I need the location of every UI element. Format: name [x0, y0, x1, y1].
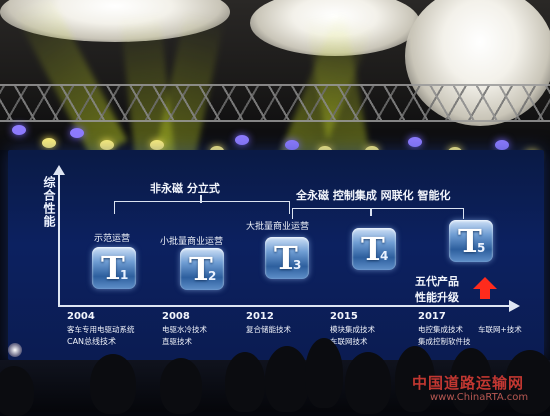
stage-spotlight [12, 125, 26, 135]
generation-badge-t2: T 2 [180, 248, 224, 290]
badge-letter: T [189, 250, 213, 288]
badge-letter: T [101, 249, 125, 287]
stage-3-caption: 大批量商业运营 [246, 222, 310, 232]
upgrade-arrow-stem [480, 288, 490, 299]
year-2017: 2017 [418, 311, 446, 322]
badge-number: 4 [380, 249, 389, 263]
audience-head [90, 354, 136, 414]
bracket-tick [200, 195, 202, 203]
detail-2015-1: 模块集成技术 [330, 325, 375, 334]
x-axis [58, 305, 510, 307]
stage-spotlight [100, 140, 114, 150]
detail-2017-2: 集成控制软件技 [418, 337, 471, 346]
year-2015: 2015 [330, 311, 358, 322]
y-axis [58, 173, 60, 307]
bracket-right [292, 208, 464, 219]
audience-head [225, 352, 265, 412]
detail-2004-2: CAN总线技术 [67, 337, 117, 346]
bracket-left [114, 201, 290, 214]
top-label-right: 全永磁 控制集成 网联化 智能化 [296, 189, 451, 202]
stage-spotlight [495, 140, 509, 150]
detail-2004-1: 客车专用电驱动系统 [67, 325, 135, 334]
year-2012: 2012 [246, 311, 274, 322]
upgrade-note-line1: 五代产品 [415, 275, 459, 288]
badge-number: 1 [120, 268, 129, 282]
stage-spotlight [150, 140, 164, 150]
stage-2-caption: 小批量商业运营 [160, 237, 224, 247]
audience-head [395, 346, 435, 412]
top-label-left: 非永磁 分立式 [150, 182, 220, 195]
badge-number: 3 [293, 258, 302, 272]
audience-head [305, 338, 343, 408]
generation-badge-t4: T 4 [352, 228, 396, 270]
audience [0, 338, 550, 416]
audience-head [450, 348, 492, 414]
stage-spotlight [42, 138, 56, 148]
year-2004: 2004 [67, 311, 95, 322]
audience-head [265, 346, 309, 412]
badge-letter: T [458, 222, 482, 260]
y-axis-arrow [53, 165, 65, 175]
detail-2012-1: 复合储能技术 [246, 325, 291, 334]
audience-head [160, 358, 202, 414]
generation-badge-t5: T 5 [449, 220, 493, 262]
audience-head [0, 366, 34, 416]
ceiling [0, 0, 550, 187]
y-axis-label: 综合性能 [42, 176, 56, 228]
lighting-truss [0, 84, 550, 122]
badge-number: 2 [208, 269, 217, 283]
detail-2015-2: 车联网技术 [330, 337, 368, 346]
watermark-url: www.ChinaRTA.com [430, 392, 529, 403]
detail-2008-2: 直驱技术 [162, 337, 192, 346]
stage-spotlight [70, 128, 84, 138]
watermark-chinese: 中国道路运输网 [412, 374, 525, 392]
stage-1-caption: 示范运营 [94, 234, 131, 244]
generation-badge-t3: T 3 [265, 237, 309, 279]
stage-spotlight [285, 140, 299, 150]
detail-2017-1: 电控集成技术 [418, 325, 463, 334]
audience-head [505, 350, 550, 414]
upgrade-arrow-icon [473, 277, 497, 289]
x-axis-arrow [509, 300, 520, 312]
chandelier-center [250, 0, 420, 56]
floor-light [8, 343, 22, 357]
upgrade-note-line2: 性能升级 [415, 291, 459, 304]
badge-letter: T [361, 230, 385, 268]
badge-letter: T [274, 239, 298, 277]
stage-spotlight [408, 137, 422, 147]
audience-head [345, 352, 391, 414]
generation-badge-t1: T 1 [92, 247, 136, 289]
extra-right-text: 车联网+技术 [478, 325, 522, 334]
year-2008: 2008 [162, 311, 190, 322]
bracket-tick [370, 208, 372, 216]
badge-number: 5 [477, 241, 486, 255]
stage-spotlight [235, 135, 249, 145]
detail-2008-1: 电驱水冷技术 [162, 325, 207, 334]
